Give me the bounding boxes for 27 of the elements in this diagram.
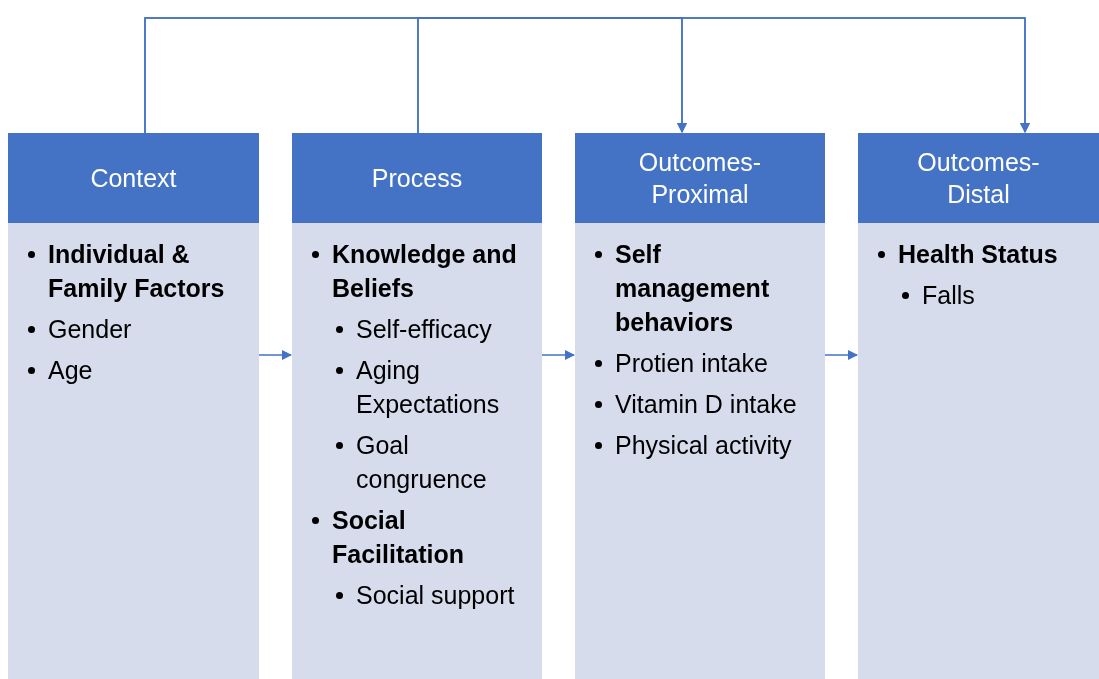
- bullet-item: Self-efficacy: [334, 312, 492, 346]
- bullet-item: Social Facilitation: [310, 503, 534, 571]
- column-panel: [292, 133, 542, 679]
- bullet-item: Gender: [26, 312, 132, 346]
- bullet-item: Protien intake: [593, 346, 768, 380]
- column-panel: [575, 133, 825, 679]
- bullet-item: Falls: [900, 278, 975, 312]
- column-heading: Outcomes-Distal: [916, 147, 1041, 210]
- bullet-item: Knowledge and Beliefs: [310, 237, 534, 305]
- bullet-item: Health Status: [876, 237, 1058, 271]
- bullet-item: Individual & Family Factors: [26, 237, 251, 305]
- column-heading: Outcomes-Proximal: [637, 147, 763, 210]
- bullet-item: Aging Expectations: [334, 353, 534, 421]
- arrow: [417, 17, 1030, 134]
- arrow: [824, 350, 858, 360]
- column-heading: Process: [370, 163, 464, 194]
- bullet-item: Self management behaviors: [593, 237, 817, 339]
- bullet-item: Social support: [334, 578, 515, 612]
- column-panel: [8, 133, 259, 679]
- bullet-item: Vitamin D intake: [593, 387, 797, 421]
- column-heading: Context: [89, 163, 178, 194]
- arrow: [541, 350, 575, 360]
- column-panel: [858, 133, 1099, 679]
- arrow: [258, 350, 292, 360]
- bullet-item: Age: [26, 353, 93, 387]
- bullet-item: Physical activity: [593, 428, 792, 462]
- bullet-item: Goal congruence: [334, 428, 534, 496]
